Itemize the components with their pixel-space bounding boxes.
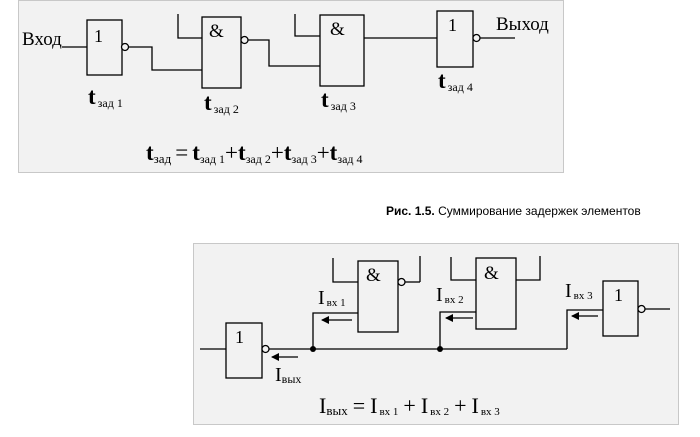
- fig1-delay3-sub: зад 3: [331, 99, 356, 113]
- fig2-branch-3: [566, 309, 603, 349]
- fig1-gate3-box: [319, 14, 365, 87]
- fig2-formula-lhs-sub: вых: [326, 403, 348, 418]
- fig2-label-iin3-main: I: [565, 280, 572, 302]
- fig2-load2-other-input: [450, 257, 476, 281]
- fig2-load2-box: [475, 257, 517, 330]
- fig1-delay1-main: t: [88, 84, 96, 109]
- fig2-driver-gate-box: [225, 322, 263, 379]
- fig2-branch-2: [439, 311, 476, 349]
- fig2-label-iout-sub: вых: [282, 372, 302, 386]
- fig2-label-iin2-sub: вх 2: [445, 294, 464, 306]
- fig1-wire-1-2: [128, 46, 202, 71]
- fig1-delay3-main: t: [321, 87, 329, 112]
- fig1-formula-plus1: +: [225, 140, 238, 165]
- fig1-gate2-inversion-bubble: [240, 35, 249, 45]
- fig2-load1-box: [357, 260, 399, 333]
- fig2-formula-t2-sub: вх 2: [430, 406, 449, 418]
- fig1-formula-t1: t: [192, 140, 200, 165]
- fig1-wire-2-3: [248, 39, 320, 67]
- fig1-delay4-sub: зад 4: [448, 80, 473, 94]
- fig1-input-label: Вход: [22, 29, 62, 50]
- fig2-formula-t1-sub: вх 1: [379, 406, 398, 418]
- fig1-formula-t1-sub: зад 1: [200, 152, 225, 166]
- fig1-formula-t3-sub: зад 3: [292, 152, 317, 166]
- fig2-label-iout-main: I: [275, 364, 282, 386]
- fig1-gate1-inversion-bubble: [120, 42, 130, 52]
- fig1-formula-lhs-sub: зад: [154, 151, 172, 166]
- fig1-delay2-sub: зад 2: [214, 102, 239, 116]
- fig2-load1-inversion-bubble: [397, 277, 406, 287]
- fig1-gate4-inversion-bubble: [472, 33, 481, 43]
- fig1-output-label: Выход: [496, 14, 549, 35]
- fig2-formula-t3-sub: вх 3: [481, 406, 500, 418]
- fig2-driver-symbol: 1: [235, 327, 244, 347]
- fig1-formula-t2-sub: зад 2: [246, 152, 271, 166]
- fig1-formula: tзад=tзад 1+tзад 2+tзад 3+tзад 4: [146, 140, 363, 166]
- fig1-formula-lhs: t: [146, 140, 154, 165]
- fig1-formula-plus3: +: [317, 140, 330, 165]
- fig1-gate2-box: [201, 16, 242, 89]
- fig2-branch-1: [312, 312, 358, 349]
- fig2-formula-lhs: I: [319, 393, 326, 418]
- fig2-load1-symbol: &: [366, 265, 381, 286]
- fig1-delay1-sub: зад 1: [98, 96, 123, 110]
- fig1-gate3-other-input: [294, 14, 320, 37]
- fig2-label-iout: Iвых: [275, 364, 301, 386]
- fig2-junction-2: [437, 346, 443, 352]
- fig2-formula-plus2: +: [454, 393, 466, 418]
- fig2-load2-symbol: &: [484, 263, 499, 284]
- figure2-panel: [193, 243, 679, 425]
- caption-number: Рис. 1.5.: [386, 204, 435, 218]
- fig2-label-iin3-sub: вх 3: [574, 290, 593, 302]
- fig2-load3-inversion-bubble: [637, 304, 646, 314]
- fig1-gate1-symbol: 1: [94, 26, 103, 46]
- fig2-formula-t1: I: [370, 393, 377, 418]
- fig1-formula-eq: =: [175, 140, 188, 165]
- fig2-load3-box: [602, 280, 639, 337]
- fig2-load2-output-wire: [516, 256, 541, 281]
- fig2-junction-1: [310, 346, 316, 352]
- fig2-formula-eq: =: [353, 393, 365, 418]
- fig1-gate3-symbol: &: [330, 19, 345, 40]
- fig1-formula-t3: t: [284, 140, 292, 165]
- fig1-formula-t4-sub: зад 4: [337, 152, 362, 166]
- fig1-gate1-box: [86, 19, 123, 76]
- fig1-formula-t2: t: [238, 140, 246, 165]
- fig1-delay4-main: t: [438, 68, 446, 93]
- fig2-formula-t2: I: [421, 393, 428, 418]
- figure-caption: Рис. 1.5. Суммирование задержек элементо…: [386, 204, 641, 218]
- fig2-formula-t3: I: [472, 393, 479, 418]
- fig2-driver-inversion-bubble: [261, 344, 270, 354]
- fig2-label-iin1-sub: вх 1: [327, 297, 346, 309]
- fig1-formula-plus2: +: [271, 140, 284, 165]
- fig2-formula-plus1: +: [403, 393, 415, 418]
- fig1-formula-t4: t: [330, 140, 338, 165]
- fig1-gate2-other-input: [177, 14, 202, 39]
- fig1-gate4-symbol: 1: [448, 15, 457, 35]
- fig2-label-iin1-main: I: [318, 287, 325, 309]
- caption-text: Суммирование задержек элементов: [438, 204, 641, 218]
- fig1-delay2-main: t: [204, 90, 212, 115]
- fig2-load1-other-input: [332, 258, 358, 283]
- fig2-label-iin2-main: I: [436, 284, 443, 306]
- fig1-gate2-symbol: &: [209, 21, 224, 42]
- fig2-load3-symbol: 1: [614, 285, 623, 305]
